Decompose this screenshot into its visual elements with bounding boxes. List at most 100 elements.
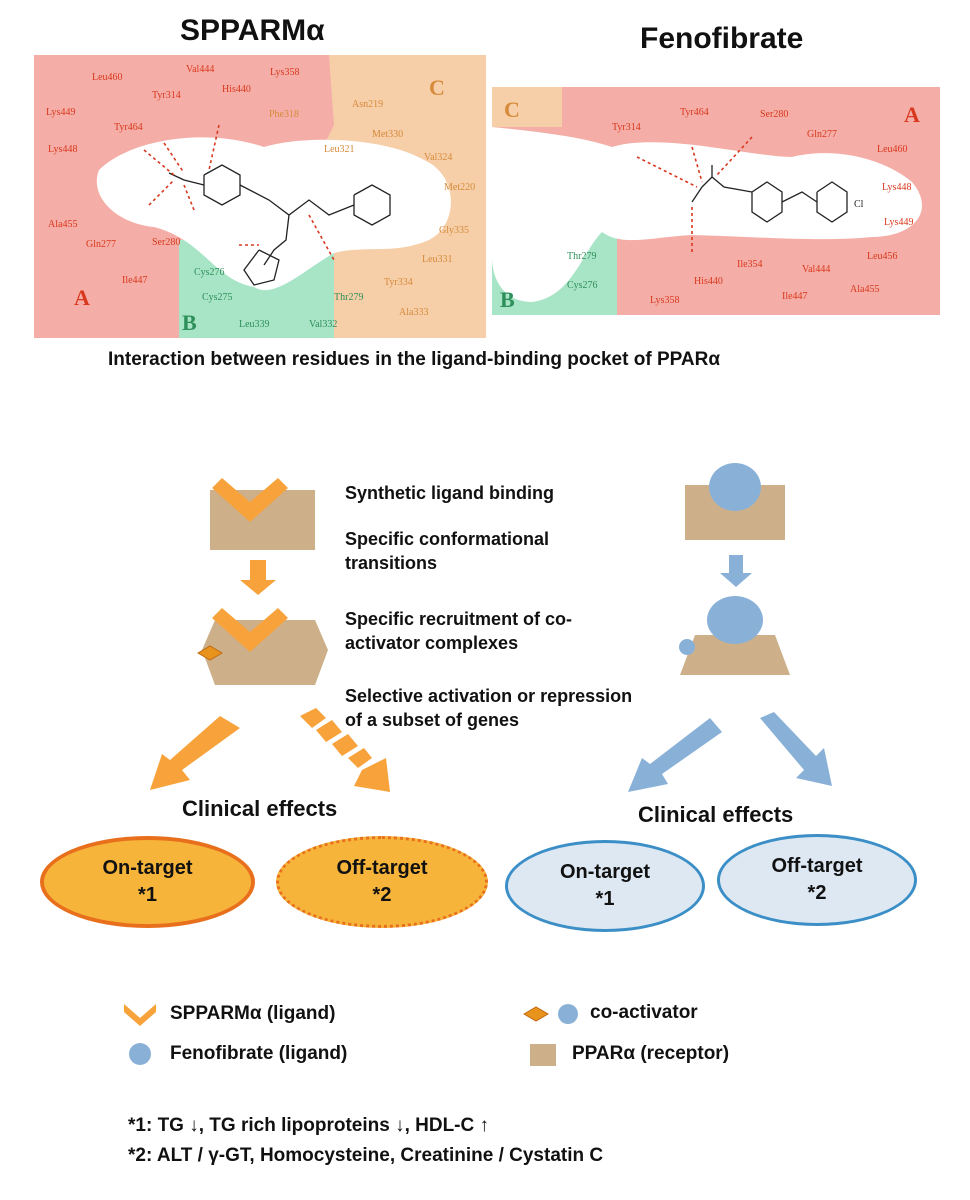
- fenofibrate-ligand-ellipse: [709, 463, 761, 511]
- spparm-chevron-icon: [124, 1004, 156, 1026]
- orange-residue-labels: Phe318 Asn219 Leu321 Met330 Val324 Met22…: [269, 99, 475, 318]
- zone-a-label: A: [904, 102, 920, 127]
- hydrogen-bonds: [636, 136, 753, 252]
- residue-label: Leu456: [867, 251, 898, 262]
- spparm-molecule: [168, 164, 391, 286]
- zone-b-label: B: [500, 287, 515, 312]
- spparm-ligand-chevron: [212, 478, 288, 522]
- clinical-effects-label-right: Clinical effects: [638, 802, 794, 827]
- fenofibrate-outcome-arrows: [628, 712, 832, 792]
- coactivator-icon: [523, 1004, 578, 1024]
- residue-label: Tyr334: [384, 277, 413, 288]
- residue-label: Met330: [372, 129, 403, 140]
- residue-label: Cys275: [202, 292, 233, 303]
- residue-label: His440: [222, 84, 251, 95]
- residue-label: Val444: [802, 264, 830, 275]
- off-target-arrow: [760, 712, 832, 786]
- step-coactivator-recruitment: Specific recruitment of co-activator com…: [345, 609, 573, 653]
- spparm-ligand-chevron: [212, 608, 288, 652]
- residue-label: Ser280: [760, 109, 788, 120]
- spparm-off-target-ellipse: Off-target *2: [276, 836, 488, 928]
- fenofibrate-pathway-graphic: [679, 463, 790, 675]
- coactivator-circle: [679, 639, 695, 655]
- on-target-arrow: [150, 716, 240, 790]
- residue-label: Met220: [444, 182, 475, 193]
- step-conformational-transitions: Specific conformational transitions: [345, 529, 550, 573]
- ligand-pocket-cavity: [492, 127, 923, 302]
- residue-label: Gly335: [439, 225, 469, 236]
- residue-label: Lys449: [46, 107, 75, 118]
- receptor-conformation: [680, 635, 790, 675]
- spparm-pathway-graphic: [197, 478, 328, 685]
- fenofibrate-circle-icon: [129, 1043, 151, 1065]
- down-arrow: [720, 555, 752, 587]
- receptor-square-icon: [530, 1044, 556, 1066]
- legend-receptor: PPARα (receptor): [572, 1043, 730, 1064]
- residue-label: Leu460: [92, 72, 123, 83]
- on-target-label: On-target: [102, 857, 193, 879]
- hydrogen-bonds: [143, 124, 335, 261]
- residue-label: Ala455: [850, 284, 879, 295]
- residue-label: Ile447: [122, 275, 148, 286]
- residue-label: Lys358: [650, 295, 679, 306]
- residue-label: Ala333: [399, 307, 428, 318]
- residue-label: Gln277: [807, 129, 837, 140]
- residue-label: Tyr314: [152, 90, 181, 101]
- residue-label: Val324: [424, 152, 452, 163]
- fenofibrate-molecule: [691, 165, 848, 223]
- footnote-2: *2: ALT / γ-GT, Homocysteine, Creatinine…: [128, 1145, 604, 1166]
- step-selective-activation: Selective activation or repression of a …: [345, 686, 633, 730]
- on-target-note: *1: [595, 888, 615, 910]
- clinical-effects-label-left: Clinical effects: [182, 796, 338, 821]
- residue-label: His440: [694, 276, 723, 287]
- residue-label: Leu460: [877, 144, 908, 155]
- residue-label: Leu321: [324, 144, 355, 155]
- residue-label: Ala455: [48, 219, 77, 230]
- residue-label: Asn219: [352, 99, 383, 110]
- residue-label: Thr279: [334, 292, 363, 303]
- residue-label: Leu339: [239, 319, 270, 330]
- zone-c-label: C: [504, 97, 520, 122]
- spparm-outcome-arrows: [150, 708, 390, 792]
- residue-label: Cys276: [194, 267, 225, 278]
- green-residue-labels: Cys276 Cys275 Leu339 Val332 Thr279: [194, 267, 363, 330]
- residue-label: Tyr464: [114, 122, 143, 133]
- residue-label: Thr279: [567, 251, 596, 262]
- residue-label: Lys448: [882, 182, 911, 193]
- residue-label: Cys276: [567, 280, 598, 291]
- residue-label: Lys449: [884, 217, 913, 228]
- off-target-dashed-arrow: [300, 708, 390, 792]
- fenofibrate-ligand-ellipse: [707, 596, 763, 644]
- off-target-note: *2: [372, 884, 392, 906]
- residue-label: Ser280: [152, 237, 180, 248]
- fenofibrate-on-target-ellipse: On-target *1: [505, 840, 705, 932]
- coactivator-diamond: [197, 645, 223, 661]
- spparm-binding-pocket-diagram: Leu460 Val444 Lys358 Tyr314 His440 Lys44…: [34, 55, 486, 338]
- red-residue-labels: Leu460 Val444 Lys358 Tyr314 His440 Lys44…: [46, 64, 299, 286]
- chlorine-atom-label: Cl: [854, 199, 864, 210]
- residue-label: Lys358: [270, 67, 299, 78]
- residue-label: Phe318: [269, 109, 299, 120]
- fenofibrate-off-target-ellipse: Off-target *2: [717, 834, 917, 926]
- binding-pocket-caption: Interaction between residues in the liga…: [108, 349, 720, 370]
- spparm-title: SPPARMα: [180, 14, 325, 47]
- step-synthetic-ligand-binding: Synthetic ligand binding: [345, 483, 554, 503]
- residue-label: Tyr464: [680, 107, 709, 118]
- residue-label: Tyr314: [612, 122, 641, 133]
- off-target-label: Off-target: [771, 855, 863, 877]
- off-target-note: *2: [807, 882, 827, 904]
- zone-a-label: A: [74, 285, 90, 310]
- legend-fenofibrate: Fenofibrate (ligand): [170, 1043, 348, 1064]
- on-target-arrow: [628, 718, 722, 792]
- residue-label: Lys448: [48, 144, 77, 155]
- residue-label: Val444: [186, 64, 214, 75]
- zone-c-label: C: [429, 75, 445, 100]
- down-arrow: [240, 560, 276, 595]
- green-residue-labels: Thr279 Cys276: [567, 251, 598, 291]
- fenofibrate-binding-pocket-diagram: Cl Tyr314 Tyr464 Ser280 Gln277 Leu460 Ly…: [492, 87, 940, 315]
- residue-label: Ile447: [782, 291, 808, 302]
- legend-coactivator: co-activator: [590, 1002, 698, 1023]
- legend-spparm: SPPARMα (ligand): [170, 1003, 336, 1024]
- spparm-on-target-ellipse: On-target *1: [40, 836, 255, 928]
- on-target-label: On-target: [560, 861, 650, 883]
